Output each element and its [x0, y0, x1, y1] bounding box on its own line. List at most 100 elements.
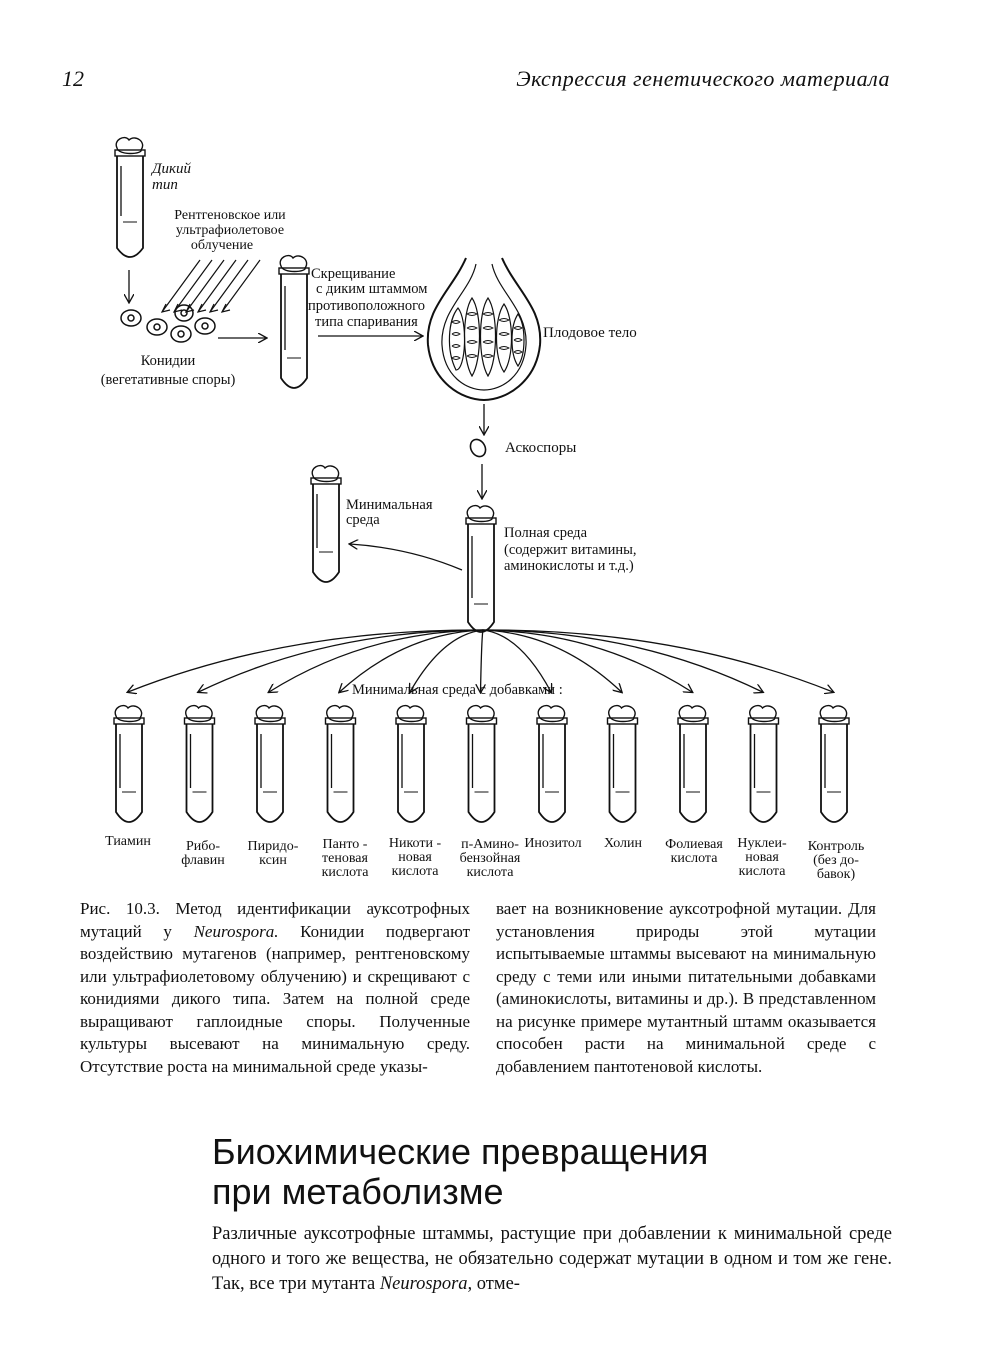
supplement-label-line: Пиридо- — [248, 839, 299, 854]
supplement-label: Инозитол — [524, 836, 581, 851]
figure-caption-right: вает на возникновение ауксотрофной мутац… — [496, 899, 876, 1076]
svg-text:Рентгеновское или: Рентгеновское или — [174, 208, 286, 223]
minimal-medium-label: Минимальная среда — [346, 497, 433, 528]
supplement-label-line: Рибо- — [186, 839, 220, 854]
supplement-label-line: бензойная — [460, 851, 521, 866]
supplement-label-line: кислота — [739, 864, 787, 879]
fan-arrow — [340, 629, 484, 692]
supplement-label-line: теновая — [322, 851, 368, 866]
supplement-tube — [465, 704, 498, 823]
supplement-tube — [536, 704, 568, 823]
supplement-label-line: Инозитол — [524, 836, 581, 851]
crossing-label: Скрещивание с диким штаммом противополож… — [308, 266, 427, 330]
supplement-label-line: Панто - — [323, 837, 368, 852]
arrow-complete-to-minimal — [350, 544, 463, 571]
supplement-label-line: кислота — [392, 864, 440, 879]
supplement-label-line: Холин — [604, 836, 643, 851]
svg-text:противоположного: противоположного — [308, 298, 425, 314]
supplement-tube — [324, 704, 357, 823]
supplement-labels: Тиамин Рибо-флавин Пиридо-ксин Панто -тенов… — [105, 834, 864, 882]
supplement-label-line: Фолиевая — [665, 837, 723, 852]
svg-text:аминокислоты и т.д.): аминокислоты и т.д.) — [504, 558, 634, 574]
figure-caption-left: Рис. 10.3. Метод идентификации ауксотроф… — [80, 899, 470, 1076]
supplement-label-line: ксин — [259, 853, 287, 868]
svg-text:типа спаривания: типа спаривания — [315, 314, 418, 330]
fan-arrow — [482, 629, 551, 692]
supplement-label-line: новая — [398, 850, 432, 865]
supplement-label: Тиамин — [105, 834, 151, 849]
supplement-tube — [113, 704, 145, 823]
supplement-label: Пиридо-ксин — [248, 839, 299, 868]
fan-arrow — [482, 629, 692, 692]
running-title: Экспрессия генетического материала — [516, 66, 890, 91]
svg-text:Скрещивание: Скрещивание — [311, 266, 395, 282]
conidia-label: Конидии (вегетативные споры) — [101, 353, 236, 388]
supplement-tube — [606, 704, 639, 823]
fruiting-body-label: Плодовое тело — [543, 325, 637, 341]
svg-text:(содержит витамины,: (содержит витамины, — [504, 542, 637, 558]
conidia-cells — [120, 304, 216, 343]
supplement-label-line: флавин — [181, 853, 225, 868]
complete-medium-tube — [465, 504, 497, 633]
ascospores-label: Аскоспоры — [505, 440, 576, 456]
page-number: 12 — [62, 66, 84, 91]
wild-type-label: Дикий тип — [150, 161, 192, 193]
irradiation-label: Рентгеновское или ультрафиолетовое облуч… — [174, 208, 286, 253]
supplement-label-line: кислота — [467, 865, 515, 880]
supplement-label-line: кислота — [322, 865, 370, 880]
fan-arrow — [482, 629, 763, 692]
supplement-label-line: Тиамин — [105, 834, 151, 849]
fan-arrow — [481, 629, 484, 692]
complete-medium-label: Полная среда (содержит витамины, аминоки… — [504, 525, 637, 574]
supplement-label-line: новая — [745, 850, 779, 865]
fan-arrow — [128, 629, 484, 692]
supplement-label-line: Никоти - — [389, 836, 442, 851]
svg-text:(вегетативные споры): (вегетативные споры) — [101, 372, 236, 388]
fan-arrow — [482, 629, 833, 692]
supplement-label-line: Нуклеи- — [737, 836, 787, 851]
ascospore-shape — [469, 438, 487, 458]
supplement-tube — [183, 704, 216, 823]
body-paragraph: Различные ауксотрофные штаммы, растущие … — [212, 1224, 892, 1294]
supplement-tube — [818, 704, 850, 823]
supplement-label-line: п-Амино- — [461, 837, 519, 852]
supplement-tube — [747, 704, 780, 823]
supplements-label: Минимальная среда с добавками : — [352, 682, 563, 698]
svg-text:облучение: облучение — [191, 238, 253, 253]
svg-text:тип: тип — [152, 177, 178, 193]
svg-text:ультрафиолетовое: ультрафиолетовое — [176, 223, 284, 238]
supplement-label: Контроль(без до-бавок) — [808, 839, 865, 882]
supplement-label-line: Контроль — [808, 839, 865, 854]
supplement-tube — [677, 704, 709, 823]
fan-arrow — [482, 629, 622, 692]
fan-arrow — [199, 629, 484, 692]
svg-text:с диким штаммом: с диким штаммом — [316, 281, 427, 297]
supplement-label: Холин — [604, 836, 643, 851]
supplement-label-line: бавок) — [817, 867, 856, 882]
minimal-medium-tube — [310, 464, 342, 583]
fan-arrow — [269, 629, 484, 692]
supplement-tubes — [113, 704, 850, 823]
svg-text:Полная среда: Полная среда — [504, 525, 588, 541]
radiation-rays — [160, 259, 261, 313]
svg-text:Конидии: Конидии — [141, 353, 196, 369]
svg-text:Минимальная: Минимальная — [346, 497, 433, 513]
supplement-label-line: кислота — [671, 851, 719, 866]
crossing-tube — [278, 254, 310, 389]
supplement-label: Рибо-флавин — [181, 839, 225, 868]
svg-text:среда: среда — [346, 512, 380, 528]
supplement-tube — [254, 704, 286, 823]
supplement-label-line: (без до- — [813, 853, 859, 868]
wild-type-tube — [114, 136, 146, 258]
fan-arrow — [410, 629, 484, 692]
section-heading: Биохимические превращения при метаболизм… — [212, 1131, 709, 1212]
neurospora-auxotroph-diagram: Дикий тип Рентгеновское или ультрафиолет… — [101, 136, 864, 882]
svg-text:Дикий: Дикий — [150, 161, 192, 177]
fan-arrows — [128, 629, 833, 692]
supplement-tube — [395, 704, 427, 823]
